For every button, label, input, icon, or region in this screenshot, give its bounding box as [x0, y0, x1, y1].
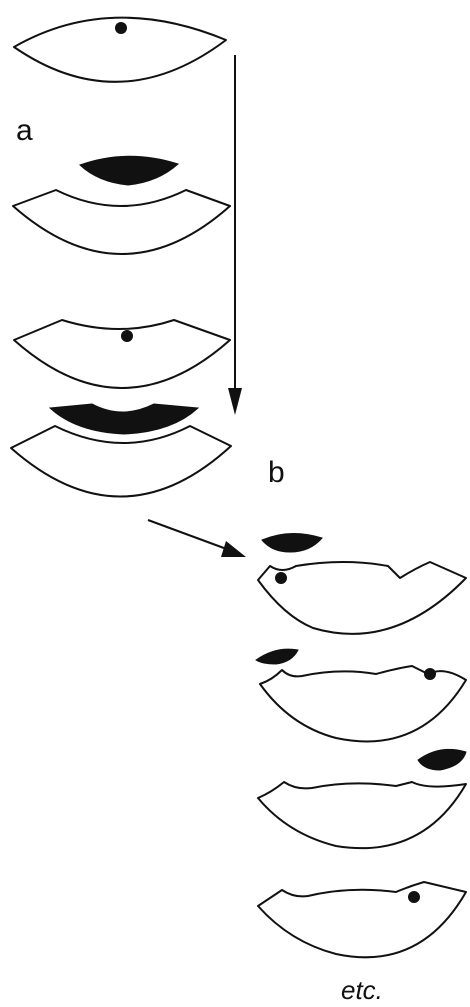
label-etc: etc.	[341, 975, 383, 1005]
platform-dot-b1	[275, 572, 287, 584]
core-stage-a2	[12, 189, 231, 255]
core-stage-b2	[259, 665, 467, 743]
platform-dot-b2	[424, 668, 436, 680]
platform-dot-a3	[121, 330, 133, 342]
removed-flake-a2	[48, 403, 200, 435]
removed-flake-a1	[79, 155, 179, 186]
core-stage-b4	[257, 881, 467, 959]
removed-flake-b2	[255, 648, 299, 665]
sequence-b	[255, 533, 467, 959]
label-a: a	[16, 114, 33, 147]
sequence-a	[10, 16, 232, 498]
core-stage-b1	[257, 561, 467, 635]
core-stage-a3	[13, 319, 231, 389]
core-stage-a4	[10, 425, 232, 498]
removed-flake-b1	[261, 533, 323, 553]
core-stage-a1	[13, 16, 227, 83]
transition-arrow	[147, 519, 246, 557]
removed-flake-b3	[417, 748, 467, 771]
sequence-a-arrow	[228, 55, 242, 415]
platform-dot-b4	[408, 891, 420, 903]
label-b: b	[268, 456, 285, 489]
platform-dot-a1	[115, 22, 127, 34]
core-stage-b3	[257, 781, 467, 850]
